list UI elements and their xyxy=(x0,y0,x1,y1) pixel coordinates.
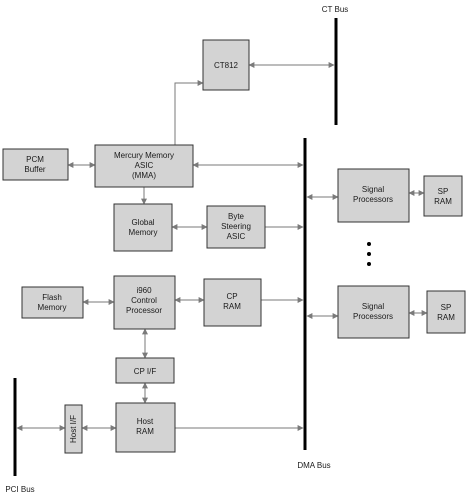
dma-bus-label: DMA Bus xyxy=(297,461,330,470)
block-i960-label-3: Processor xyxy=(126,306,162,315)
ellipsis-dots xyxy=(367,242,371,266)
block-byte-steering-label-1: Byte xyxy=(228,212,245,221)
block-cp-if: CP I/F xyxy=(115,357,175,384)
block-byte-steering-asic: Byte Steering ASIC xyxy=(206,205,266,249)
block-pcm-buffer: PCM Buffer xyxy=(2,148,69,181)
block-pcm-buffer-label-1: PCM xyxy=(26,155,44,164)
block-signal-processors-top: Signal Processors xyxy=(337,168,410,223)
block-mma-label-1: Mercury Memory xyxy=(114,151,174,160)
block-host-ram-label-2: RAM xyxy=(136,427,154,436)
block-ct812: CT812 xyxy=(202,39,250,91)
block-signal-processors-bottom: Signal Processors xyxy=(337,285,410,339)
block-signal-processors-bottom-label-1: Signal xyxy=(362,302,384,311)
block-host-ram: Host RAM xyxy=(115,402,176,453)
block-global-memory: Global Memory xyxy=(113,203,173,252)
block-i960-label-2: Control xyxy=(131,296,157,305)
block-sp-ram-top-label-1: SP xyxy=(438,187,449,196)
block-host-if: Host I/F xyxy=(64,404,83,454)
block-signal-processors-top-label-1: Signal xyxy=(362,185,384,194)
block-i960-label-1: i960 xyxy=(136,286,152,295)
block-flash-memory-label-2: Memory xyxy=(38,303,67,312)
block-global-memory-label-2: Memory xyxy=(129,228,158,237)
block-signal-processors-bottom-label-2: Processors xyxy=(353,312,393,321)
ct-bus-label: CT Bus xyxy=(322,5,349,14)
block-byte-steering-label-2: Steering xyxy=(221,222,251,231)
block-flash-memory-label-1: Flash xyxy=(42,293,62,302)
block-host-if-label-1: Host I/F xyxy=(69,415,78,443)
block-flash-memory: Flash Memory xyxy=(21,286,84,319)
block-cp-ram: CP RAM xyxy=(203,278,262,327)
block-byte-steering-label-3: ASIC xyxy=(227,232,246,241)
block-pcm-buffer-label-2: Buffer xyxy=(24,165,46,174)
block-cp-if-label-1: CP I/F xyxy=(134,367,157,376)
block-signal-processors-top-label-2: Processors xyxy=(353,195,393,204)
block-ct812-label-1: CT812 xyxy=(214,61,239,70)
block-sp-ram-bottom-label-1: SP xyxy=(441,303,452,312)
block-global-memory-label-1: Global xyxy=(131,218,154,227)
block-mma: Mercury Memory ASIC (MMA) xyxy=(94,144,194,188)
block-sp-ram-bottom: SP RAM xyxy=(426,290,466,334)
block-cp-ram-label-1: CP xyxy=(226,292,237,301)
block-sp-ram-top: SP RAM xyxy=(423,175,463,217)
connections xyxy=(16,62,428,431)
block-mma-label-3: (MMA) xyxy=(132,171,156,180)
block-sp-ram-bottom-label-2: RAM xyxy=(437,313,455,322)
block-cp-ram-label-2: RAM xyxy=(223,302,241,311)
block-sp-ram-top-label-2: RAM xyxy=(434,197,452,206)
block-host-ram-label-1: Host xyxy=(137,417,154,426)
pci-bus-label: PCI Bus xyxy=(5,485,34,494)
block-mma-label-2: ASIC xyxy=(135,161,154,170)
block-i960-control-processor: i960 Control Processor xyxy=(113,275,176,330)
